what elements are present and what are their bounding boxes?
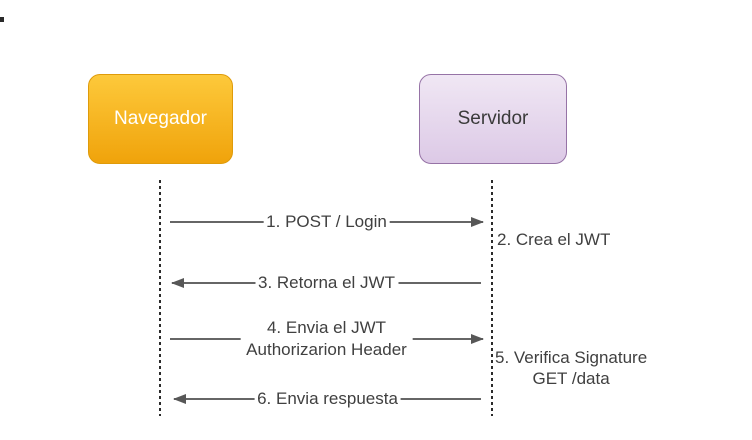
annotation-5-line2: GET /data — [532, 369, 610, 388]
message-1-post-login: 1. POST / Login — [170, 210, 484, 234]
actor-servidor: Servidor — [419, 74, 567, 164]
message-3-retorna-jwt: 3. Retorna el JWT — [171, 271, 481, 295]
arrowhead-right-icon — [471, 334, 484, 344]
lifeline-servidor — [491, 180, 493, 416]
message-6-label: 6. Envia respuesta — [254, 389, 401, 409]
stray-mark — [0, 17, 4, 22]
actor-navegador: Navegador — [88, 74, 233, 164]
annotation-2-text: 2. Crea el JWT — [497, 230, 611, 249]
message-6-envia-respuesta: 6. Envia respuesta — [173, 387, 481, 411]
annotation-5-line1: 5. Verifica Signature — [495, 348, 648, 367]
annotation-2-crea-jwt: 2. Crea el JWT — [497, 229, 610, 250]
message-4-label-line1: 4. Envia el JWT — [266, 318, 387, 337]
lifeline-navegador — [159, 180, 161, 416]
message-1-label: 1. POST / Login — [263, 212, 390, 232]
message-3-label: 3. Retorna el JWT — [255, 273, 398, 293]
actor-servidor-label: Servidor — [457, 108, 529, 129]
annotation-5-verifica-signature: 5. Verifica Signature GET /data — [495, 347, 647, 389]
message-4-label-line2: Authorizarion Header — [246, 340, 407, 359]
message-4-envia-jwt: 4. Envia el JWT Authorizarion Header — [170, 317, 484, 361]
arrowhead-right-icon — [471, 217, 484, 227]
arrowhead-left-icon — [173, 394, 186, 404]
arrowhead-left-icon — [171, 278, 184, 288]
actor-navegador-label: Navegador — [114, 108, 207, 129]
message-4-label: 4. Envia el JWT Authorizarion Header — [240, 317, 413, 361]
